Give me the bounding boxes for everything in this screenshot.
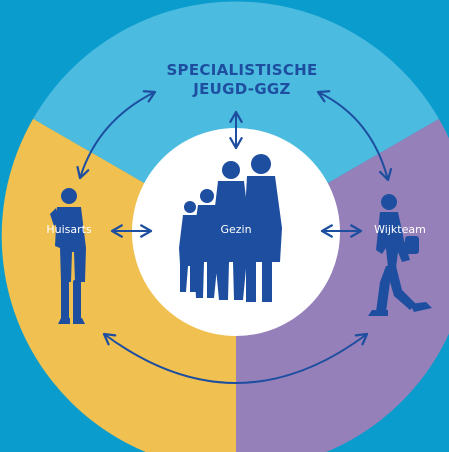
top-label-line2: JEUGD-GGZ: [192, 80, 290, 98]
wijkteam-label: Wijkteam: [374, 223, 426, 236]
huisarts-label: Huisarts: [46, 223, 92, 236]
arrow-bottom-left-right: [102, 332, 369, 384]
arrow-top-right: [316, 90, 393, 182]
doctor-silhouette-icon: [50, 188, 86, 324]
segment-huisarts: [1, 118, 236, 452]
family-silhouette-icon: [179, 154, 282, 302]
arrow-top-left: [76, 90, 157, 180]
gezin-label: Gezin: [220, 223, 251, 236]
walking-person-silhouette-icon: [368, 194, 432, 316]
top-label-line1: SPECIALISTISCHE: [166, 61, 317, 79]
